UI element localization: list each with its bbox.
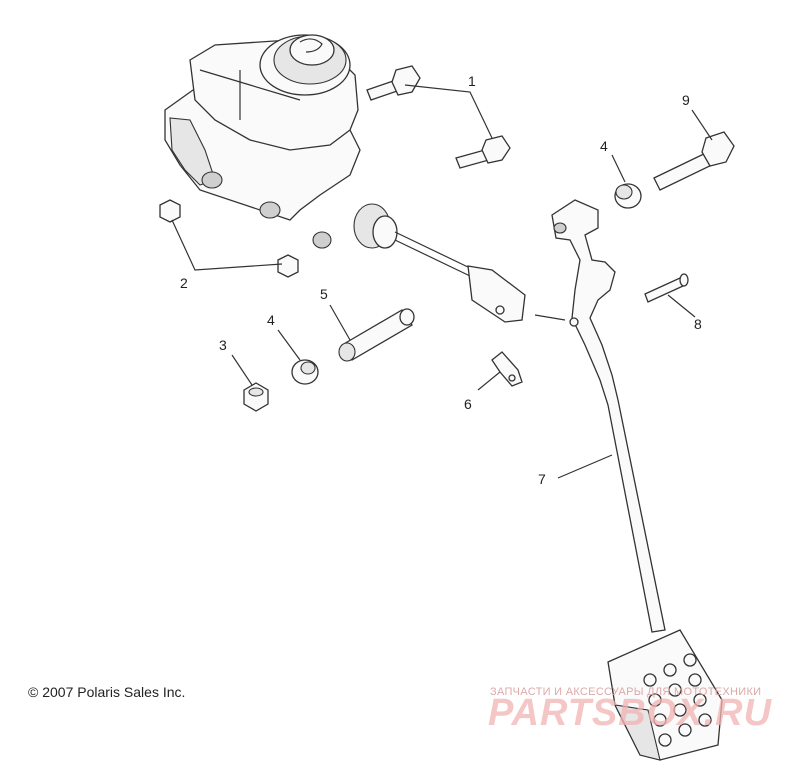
callout-1: 1 (468, 73, 476, 89)
bolt-1-upper (366, 65, 421, 101)
bolt-9 (653, 131, 735, 191)
master-cylinder (164, 34, 526, 323)
bushing-4-right (614, 183, 642, 209)
callout-8: 8 (694, 316, 702, 332)
nut-2-lower (277, 254, 299, 278)
washer-4-left (291, 359, 319, 385)
callout-4-left: 4 (267, 312, 275, 328)
callout-7: 7 (538, 471, 546, 487)
callout-9: 9 (682, 92, 690, 108)
pin-8 (644, 273, 689, 303)
sleeve-5 (338, 308, 415, 362)
callout-3: 3 (219, 337, 227, 353)
callout-4-right: 4 (600, 138, 608, 154)
copyright-notice: © 2007 Polaris Sales Inc. (28, 684, 186, 700)
nut-3 (243, 382, 269, 412)
callout-5: 5 (320, 286, 328, 302)
clip-6 (491, 351, 523, 387)
watermark-brand: PARTSBOX.RU (488, 692, 773, 734)
brake-pedal-7 (551, 199, 723, 761)
watermark-tagline: ЗАПЧАСТИ И АКСЕССУАРЫ ДЛЯ МОТОТЕХНИКИ (490, 686, 762, 698)
leader-lines (171, 84, 713, 479)
callout-2: 2 (180, 275, 188, 291)
callout-6: 6 (464, 396, 472, 412)
pedal-pad-holes (643, 653, 712, 747)
bolt-1-lower (455, 135, 511, 169)
nut-2-upper (159, 199, 181, 223)
